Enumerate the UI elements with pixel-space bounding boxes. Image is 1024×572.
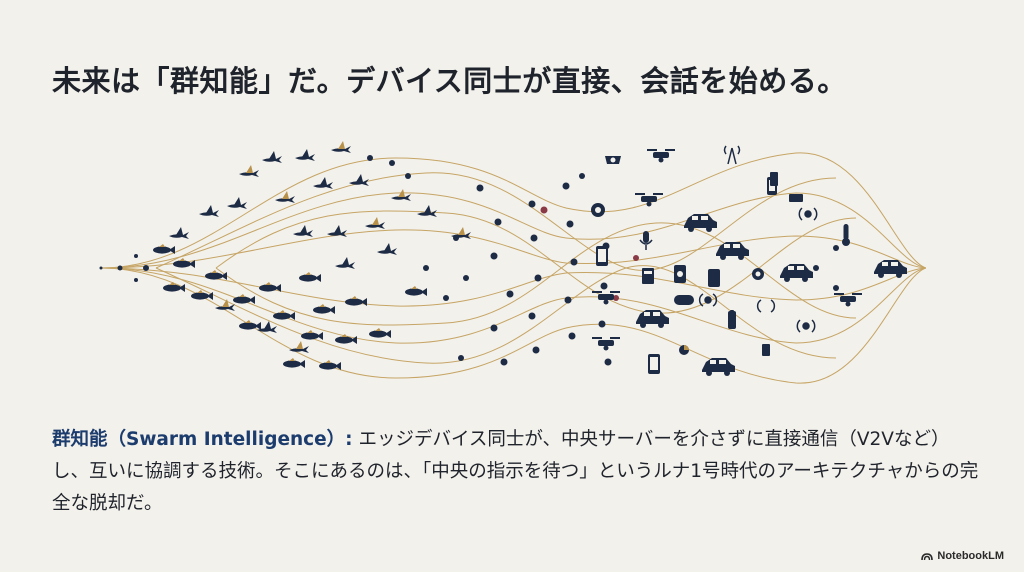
description-paragraph: 群知能（Swarm Intelligence）: エッジデバイス同士が、中央サー… — [52, 424, 982, 520]
slide-title: 未来は「群知能」だ。デバイス同士が直接、会話を始める。 — [52, 64, 847, 98]
description-text: エッジデバイス同士が、中央サーバーを介さずに直接通信（V2Vなど）し、互いに協調… — [52, 429, 979, 514]
sensor-icon — [642, 172, 850, 356]
brand-name: NotebookLM — [937, 550, 1004, 562]
microphone-icon — [639, 231, 653, 250]
antenna-icon — [698, 145, 818, 333]
swarm-nodes — [99, 155, 839, 366]
fish-icon — [153, 244, 427, 370]
camera-icon — [591, 156, 764, 355]
drone-icon — [592, 149, 862, 351]
car-icon — [636, 214, 907, 376]
notebook-logo-icon — [921, 552, 934, 560]
swarm-illustration — [99, 141, 926, 384]
brand-watermark: NotebookLM — [921, 550, 1004, 562]
term-label: 群知能（Swarm Intelligence）: — [52, 429, 353, 450]
